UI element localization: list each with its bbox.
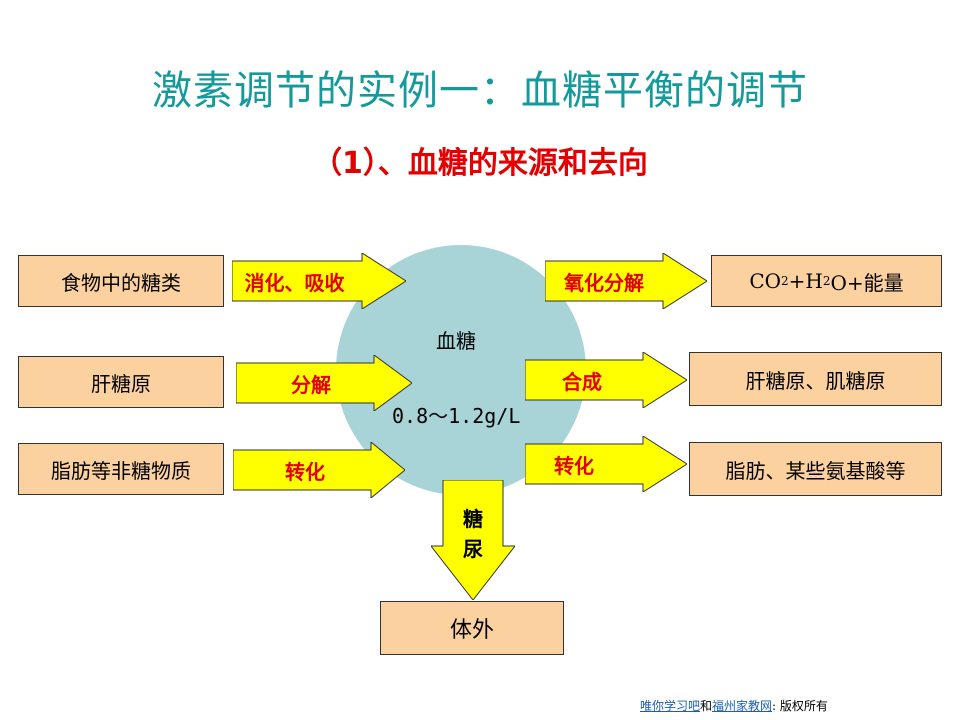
arrow-label-line1: 糖 xyxy=(463,506,483,531)
arrow-label: 氧化分解 xyxy=(564,270,644,295)
arrow-label: 分解 xyxy=(291,372,331,397)
blood-sugar-range: 0.8～1.2g/L xyxy=(392,404,521,428)
sink-box-text-o-energy: O+能量 xyxy=(830,270,904,295)
sink-box-fat-amino: 脂肪、某些氨基酸等 xyxy=(689,442,942,496)
footer-and: 和 xyxy=(700,699,713,713)
arrow-label: 消化、吸收 xyxy=(244,270,345,295)
slide-title: 激素调节的实例一：血糖平衡的调节 xyxy=(152,68,808,114)
sink-box-text-co: CO xyxy=(749,269,782,293)
slide-subtitle: （1）、血糖的来源和去向 xyxy=(312,146,648,181)
arrow-digestion-absorption: 消化、吸收 xyxy=(232,253,406,309)
source-box-food-sugar: 食物中的糖类 xyxy=(18,255,224,307)
blood-sugar-label: 血糖 xyxy=(436,329,476,353)
arrow-urine: 糖 尿 xyxy=(431,480,515,600)
excretion-box: 体外 xyxy=(380,601,564,655)
arrow-oxidation: 氧化分解 xyxy=(545,253,707,309)
arrow-label: 合成 xyxy=(562,369,602,394)
arrow-synthesis: 合成 xyxy=(525,352,687,408)
arrow-decomposition: 分解 xyxy=(236,355,412,411)
arrow-label: 转化 xyxy=(554,453,594,478)
subscript-2: 2 xyxy=(822,274,831,288)
source-box-liver-glycogen: 肝糖原 xyxy=(18,356,224,408)
source-box-non-sugar: 脂肪等非糖物质 xyxy=(18,443,224,495)
arrow-label-line2: 尿 xyxy=(463,536,483,561)
sink-box-glycogen: 肝糖原、肌糖原 xyxy=(689,352,942,406)
footer-link-2[interactable]: 福州家教网 xyxy=(712,699,773,713)
arrow-conversion-in: 转化 xyxy=(233,442,405,498)
footer-copyright: 唯你学习吧和福州家教网: 版权所有 xyxy=(640,697,828,714)
footer-link-1[interactable]: 唯你学习吧 xyxy=(640,699,701,713)
sink-box-text-h: +H xyxy=(788,269,823,293)
arrow-conversion-out: 转化 xyxy=(525,436,687,492)
arrow-label: 转化 xyxy=(285,459,325,484)
subscript-2: 2 xyxy=(781,274,789,288)
footer-suffix: : 版权所有 xyxy=(772,699,828,713)
